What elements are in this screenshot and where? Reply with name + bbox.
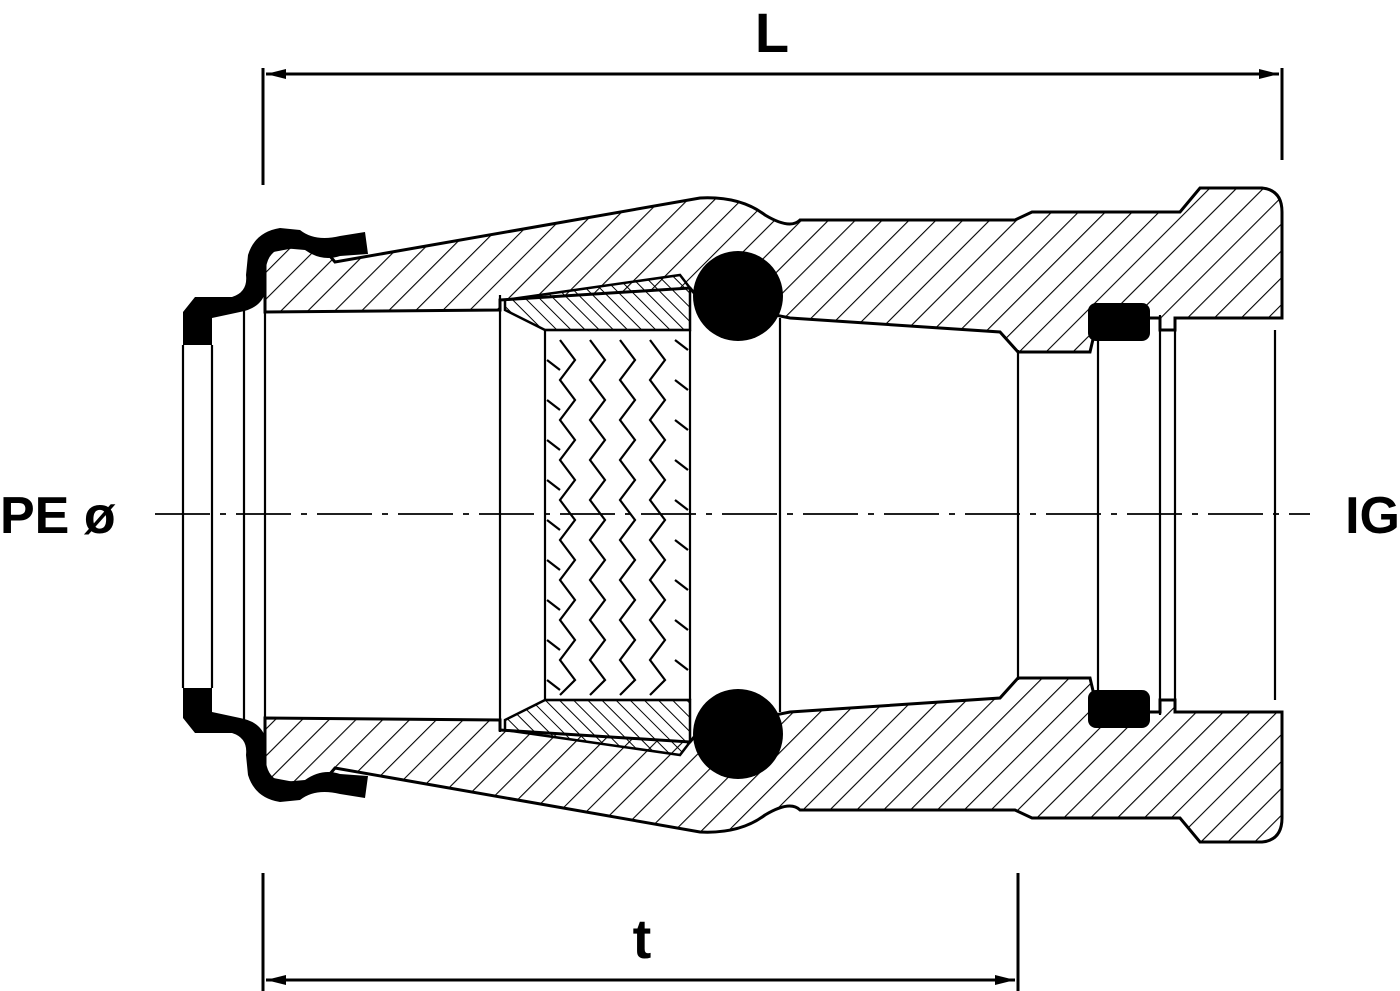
bore-lines (181, 295, 1277, 732)
insert-sleeve-top (503, 273, 692, 332)
dimension-length (261, 68, 1284, 185)
insert-sleeve-bottom (503, 698, 692, 757)
label-length: L (755, 1, 789, 64)
label-thread-depth: t (633, 907, 652, 970)
label-pipe-side: PE ø (0, 487, 116, 545)
press-sleeve-bottom (183, 688, 368, 802)
dimension-thread-depth (261, 873, 1020, 991)
o-ring-bottom (693, 689, 783, 779)
press-sleeve-top (183, 228, 368, 345)
label-thread-side: IG (1345, 487, 1400, 545)
seal-ring-bottom (1088, 690, 1150, 728)
grip-teeth (546, 339, 689, 696)
o-ring-top (693, 251, 783, 341)
seal-ring-top (1088, 303, 1150, 341)
